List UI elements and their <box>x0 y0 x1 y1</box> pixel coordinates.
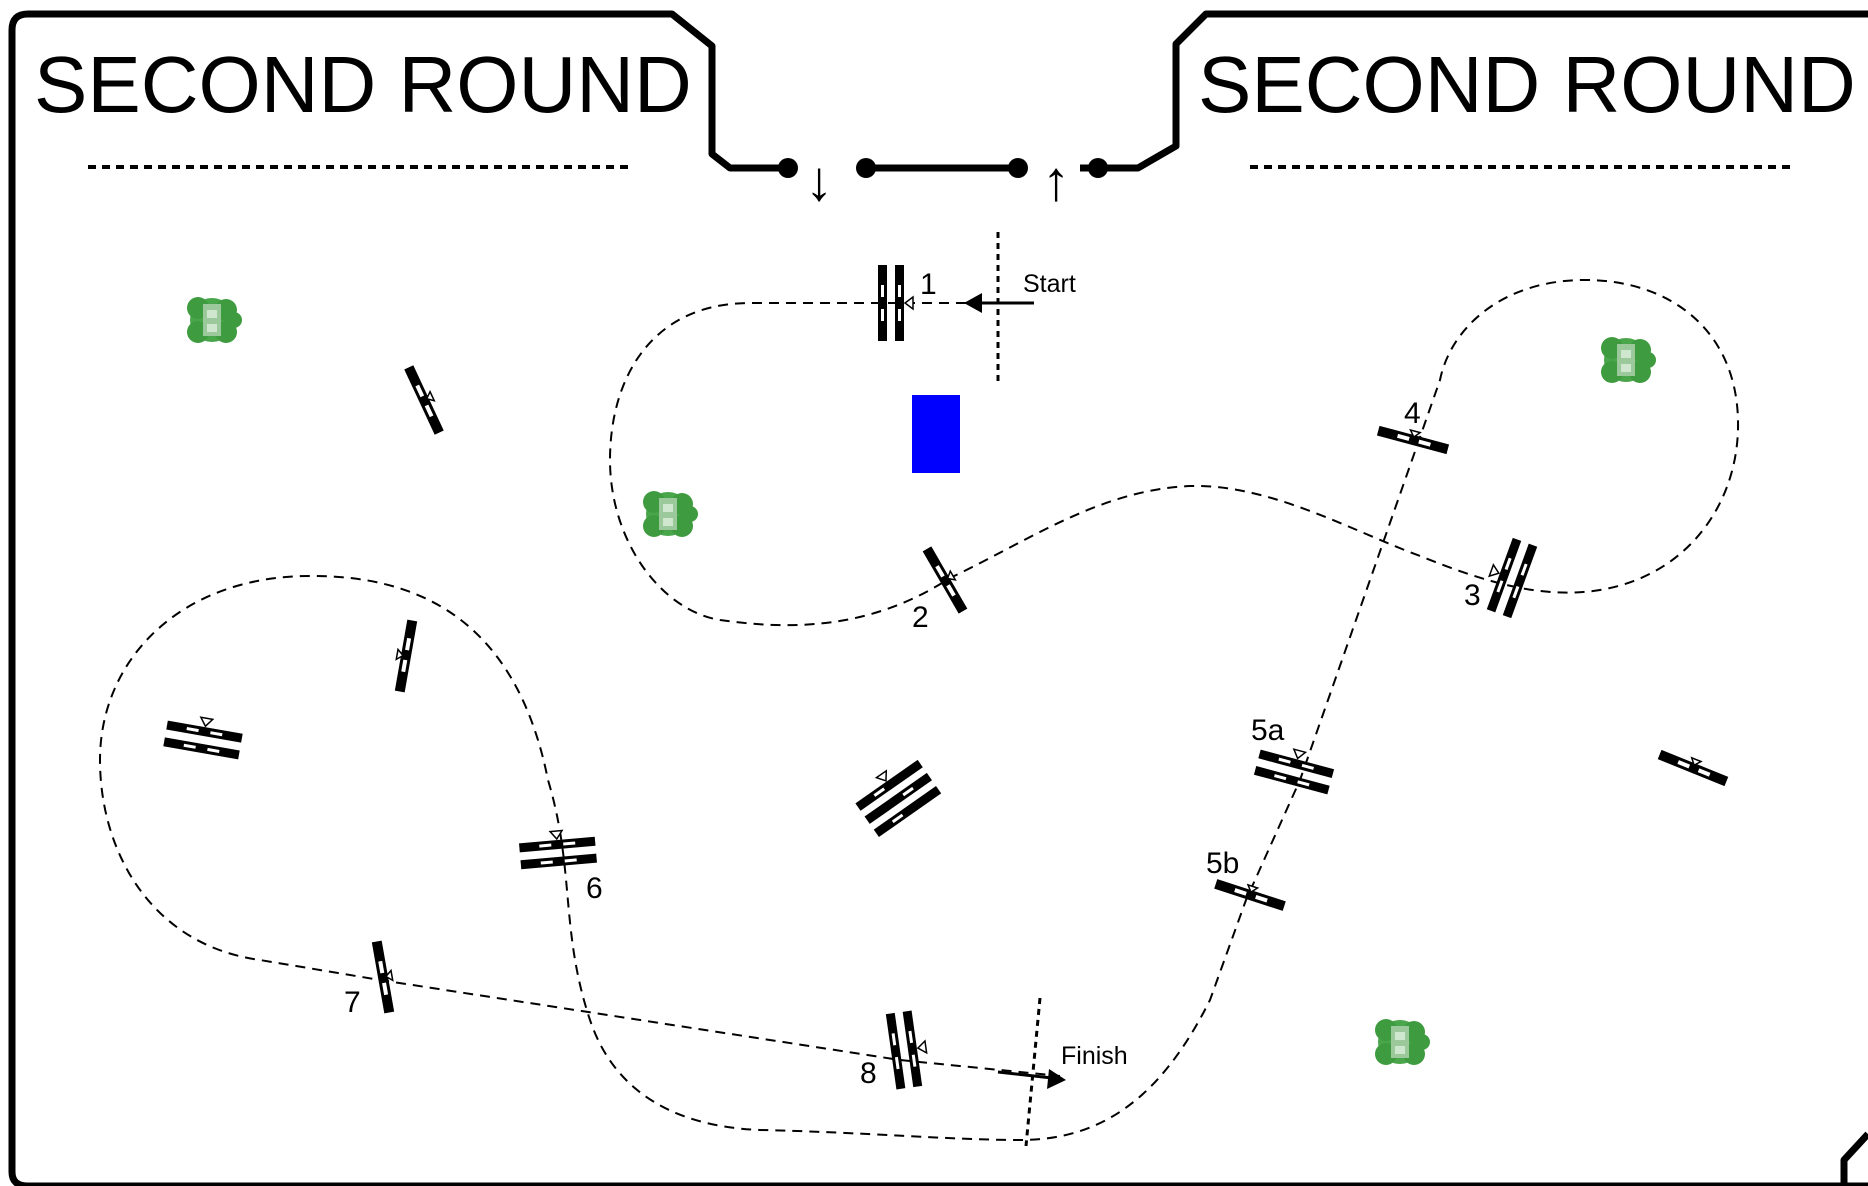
unused-jump <box>162 710 245 761</box>
jump-number-6: 6 <box>586 872 603 905</box>
jump-5b <box>1213 874 1288 912</box>
jump-number-8: 8 <box>860 1057 877 1090</box>
jump-2 <box>921 543 972 615</box>
tree-icon <box>1375 1019 1430 1065</box>
entrance-gate <box>778 158 1108 178</box>
start-label: Start <box>1023 270 1076 298</box>
finish-arrowhead <box>1047 1069 1066 1089</box>
unused-jump <box>390 618 418 694</box>
finish-label: Finish <box>1061 1042 1128 1070</box>
jump-3 <box>1477 534 1538 619</box>
unused-jump <box>403 362 449 436</box>
jump-1 <box>877 264 914 342</box>
tree-icon <box>643 491 698 537</box>
jump-7 <box>371 939 399 1015</box>
jump-number-2: 2 <box>912 601 929 634</box>
jump-number-3: 3 <box>1464 579 1481 612</box>
unused-jump <box>1656 745 1731 787</box>
jump-5a <box>1253 740 1338 796</box>
finish-line <box>1024 997 1042 1147</box>
jump-8 <box>885 1008 932 1091</box>
start-arrowhead <box>964 293 982 313</box>
tree-icon <box>1601 337 1656 383</box>
title-right: SECOND ROUND <box>1198 40 1856 129</box>
jump-6 <box>517 827 598 871</box>
arena-border <box>8 10 1868 1186</box>
course-route <box>98 278 1740 1142</box>
jump-number-5b: 5b <box>1206 847 1239 880</box>
tree-icon <box>187 297 242 343</box>
jump-number-7: 7 <box>344 986 361 1019</box>
gate-in-arrow: ↓ <box>805 149 833 212</box>
gate-out-arrow: ↑ <box>1042 149 1070 212</box>
title-left: SECOND ROUND <box>34 40 692 129</box>
finish-arrow <box>997 1070 1053 1080</box>
water-tray <box>912 395 960 473</box>
jump-number-1: 1 <box>920 268 937 301</box>
jump-number-4: 4 <box>1404 397 1421 430</box>
unused-jump <box>849 751 942 838</box>
jump-number-5a: 5a <box>1251 714 1285 747</box>
